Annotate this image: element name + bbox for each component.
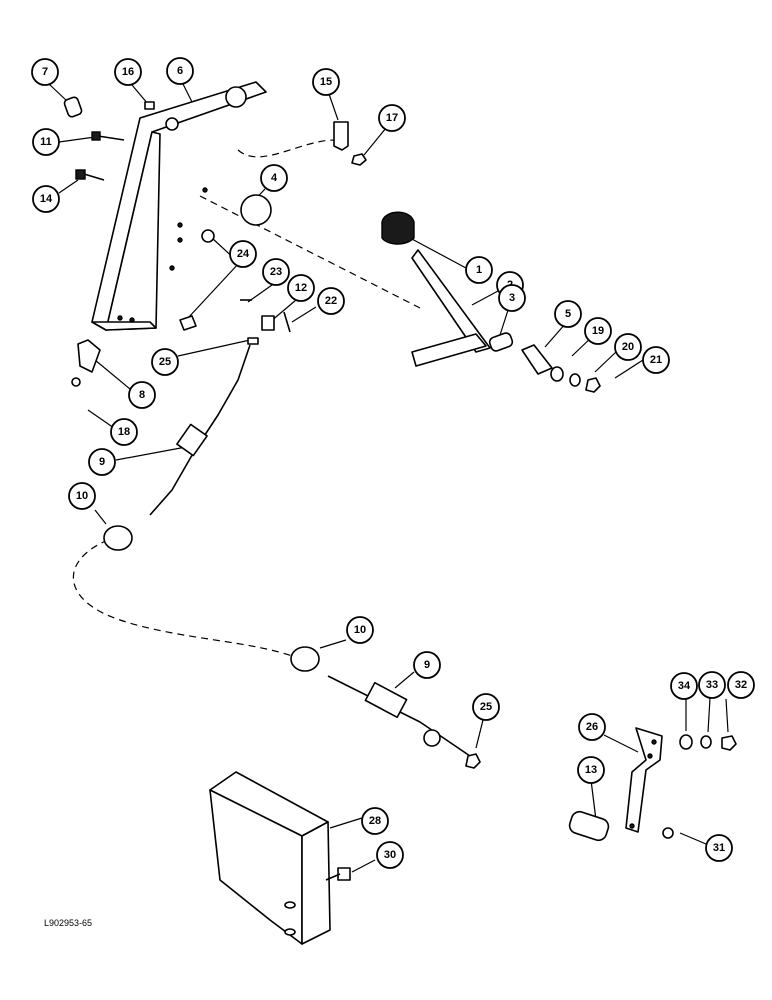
callout-24-label: 24 — [237, 248, 250, 260]
callout-4-label: 4 — [271, 172, 278, 184]
callout-25b-label: 25 — [480, 701, 492, 713]
callout-9-label: 9 — [99, 456, 105, 468]
callout-34: 34 — [670, 672, 698, 700]
callout-28-label: 28 — [369, 815, 381, 827]
bracket-28 — [209, 771, 351, 945]
callout-20-label: 20 — [622, 341, 634, 353]
callout-25: 25 — [151, 348, 179, 376]
callout-21: 21 — [642, 346, 670, 374]
panel-hardware — [63, 96, 367, 345]
callout-6: 6 — [166, 57, 194, 85]
callout-21-label: 21 — [650, 354, 662, 366]
callout-13-label: 13 — [585, 764, 597, 776]
pedal-assembly — [381, 211, 601, 393]
callout-17-label: 17 — [386, 112, 398, 124]
callout-8: 8 — [128, 381, 156, 409]
callout-18-label: 18 — [118, 426, 130, 438]
callout-9b-label: 9 — [424, 659, 430, 671]
callout-16: 16 — [114, 58, 142, 86]
callout-5-label: 5 — [565, 308, 571, 320]
callout-3: 3 — [498, 284, 526, 312]
callout-25-label: 25 — [159, 356, 171, 368]
callout-14: 14 — [32, 185, 60, 213]
callout-34-label: 34 — [678, 680, 691, 692]
callout-26-label: 26 — [586, 721, 598, 733]
callout-14-label: 14 — [40, 193, 53, 205]
cable-assembly — [103, 344, 481, 769]
callout-23: 23 — [262, 258, 290, 286]
bracket-8 — [71, 339, 101, 387]
callout-17: 17 — [378, 104, 406, 132]
callout-9: 9 — [88, 448, 116, 476]
callout-19: 19 — [584, 317, 612, 345]
callout-22-label: 22 — [325, 295, 337, 307]
callout-15-label: 15 — [320, 76, 332, 88]
callout-31: 31 — [705, 834, 733, 862]
callout-4: 4 — [260, 164, 288, 192]
callout-24: 24 — [229, 240, 257, 268]
callout-10: 10 — [68, 482, 96, 510]
callout-10-label: 10 — [76, 490, 88, 502]
callout-16-label: 16 — [122, 66, 134, 78]
callout-28: 28 — [361, 807, 389, 835]
callout-8-label: 8 — [139, 389, 145, 401]
callout-19-label: 19 — [592, 325, 604, 337]
callout-30-label: 30 — [384, 849, 396, 861]
callout-20: 20 — [614, 333, 642, 361]
callout-7: 7 — [31, 58, 59, 86]
callout-32-label: 32 — [735, 679, 747, 691]
callout-33: 33 — [698, 671, 726, 699]
callout-22: 22 — [317, 287, 345, 315]
phantom-lines — [72, 139, 421, 659]
callout-30: 30 — [376, 841, 404, 869]
callout-23-label: 23 — [270, 266, 282, 278]
callout-26: 26 — [578, 713, 606, 741]
callout-15: 15 — [312, 68, 340, 96]
callout-3-label: 3 — [509, 292, 515, 304]
callout-12: 12 — [287, 274, 315, 302]
callout-11: 11 — [32, 128, 60, 156]
callout-13: 13 — [577, 756, 605, 784]
callout-7-label: 7 — [42, 66, 48, 78]
callout-11-label: 11 — [40, 136, 52, 148]
callout-1-label: 1 — [476, 264, 482, 276]
callout-33-label: 33 — [706, 679, 718, 691]
callout-18: 18 — [110, 418, 138, 446]
callout-31-label: 31 — [713, 842, 725, 854]
callout-25b: 25 — [472, 693, 500, 721]
callout-9b: 9 — [413, 651, 441, 679]
callout-10b-label: 10 — [354, 624, 366, 636]
callout-6-label: 6 — [177, 65, 183, 77]
bracket-26-assembly — [568, 727, 737, 842]
drawing-code: L902953-65 — [44, 918, 93, 928]
callout-5: 5 — [554, 300, 582, 328]
callout-10b: 10 — [346, 616, 374, 644]
callout-12-label: 12 — [295, 282, 307, 294]
panel-bracket — [91, 81, 267, 331]
callout-1: 1 — [465, 256, 493, 284]
callout-32: 32 — [727, 671, 755, 699]
